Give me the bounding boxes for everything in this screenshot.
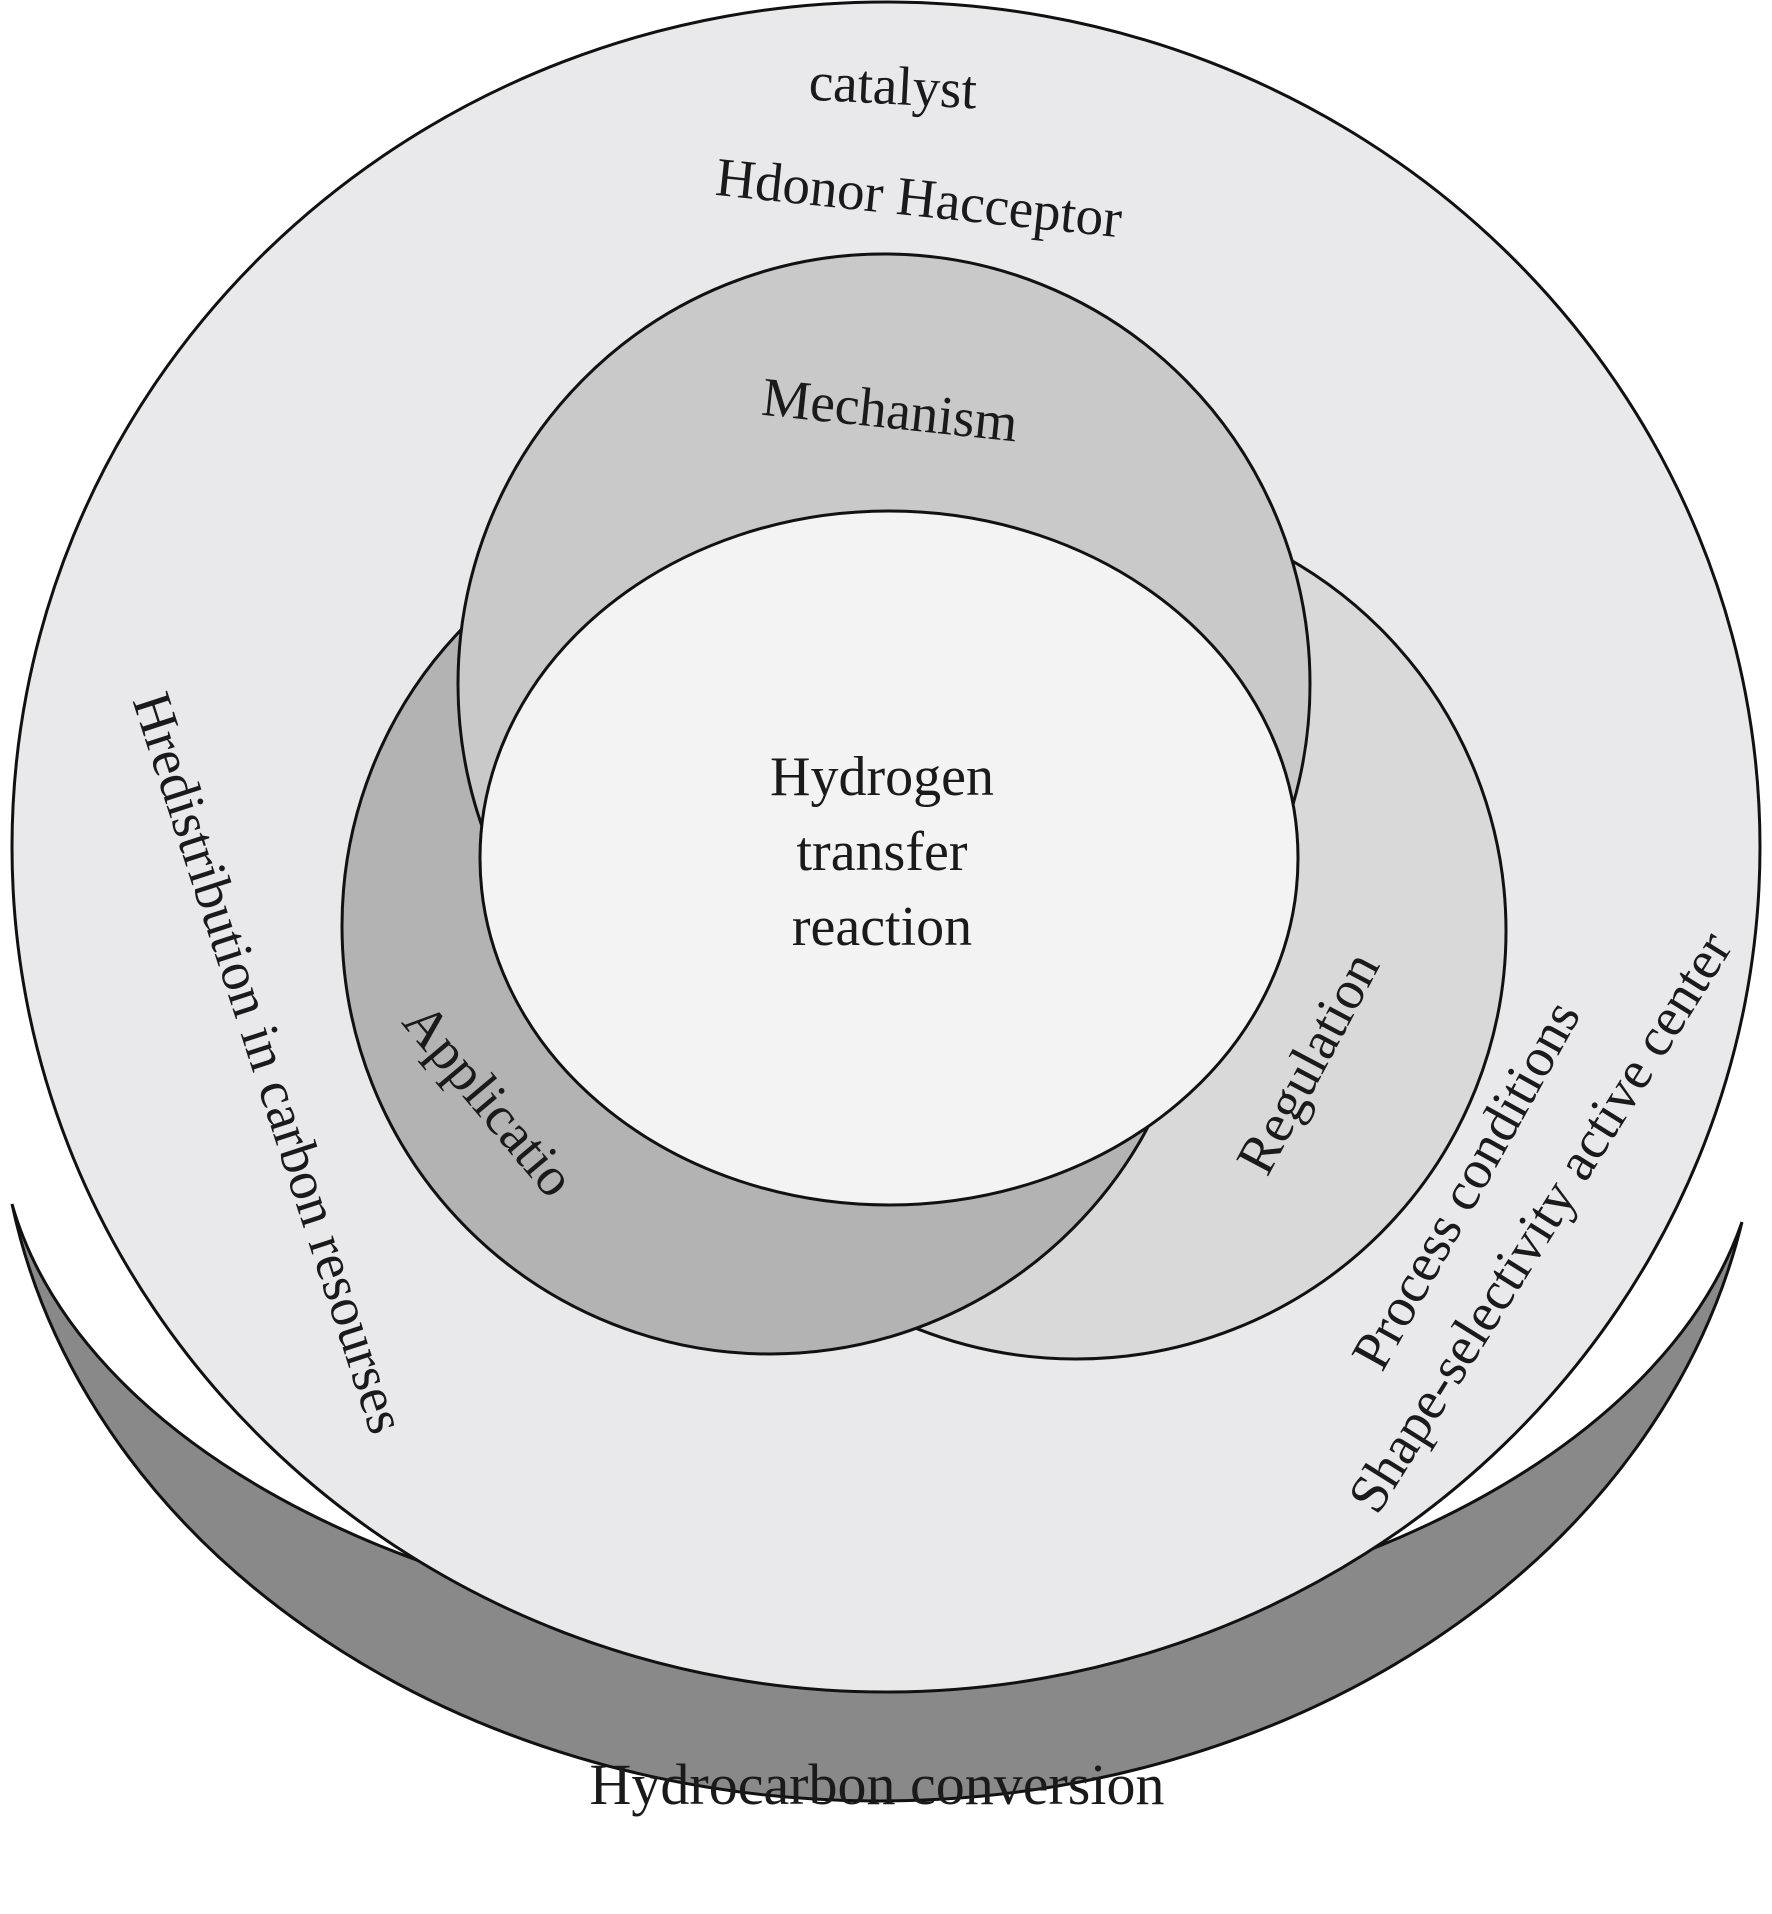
label-hydrocarbon-conversion: Hydrocarbon conversion [590,1752,1165,1817]
center-line-1: Hydrogen [770,746,994,808]
label-catalyst: catalyst [807,51,978,121]
center-circle [478,509,1300,1207]
center-line-3: reaction [792,896,972,958]
center-line-2: transfer [796,821,967,883]
